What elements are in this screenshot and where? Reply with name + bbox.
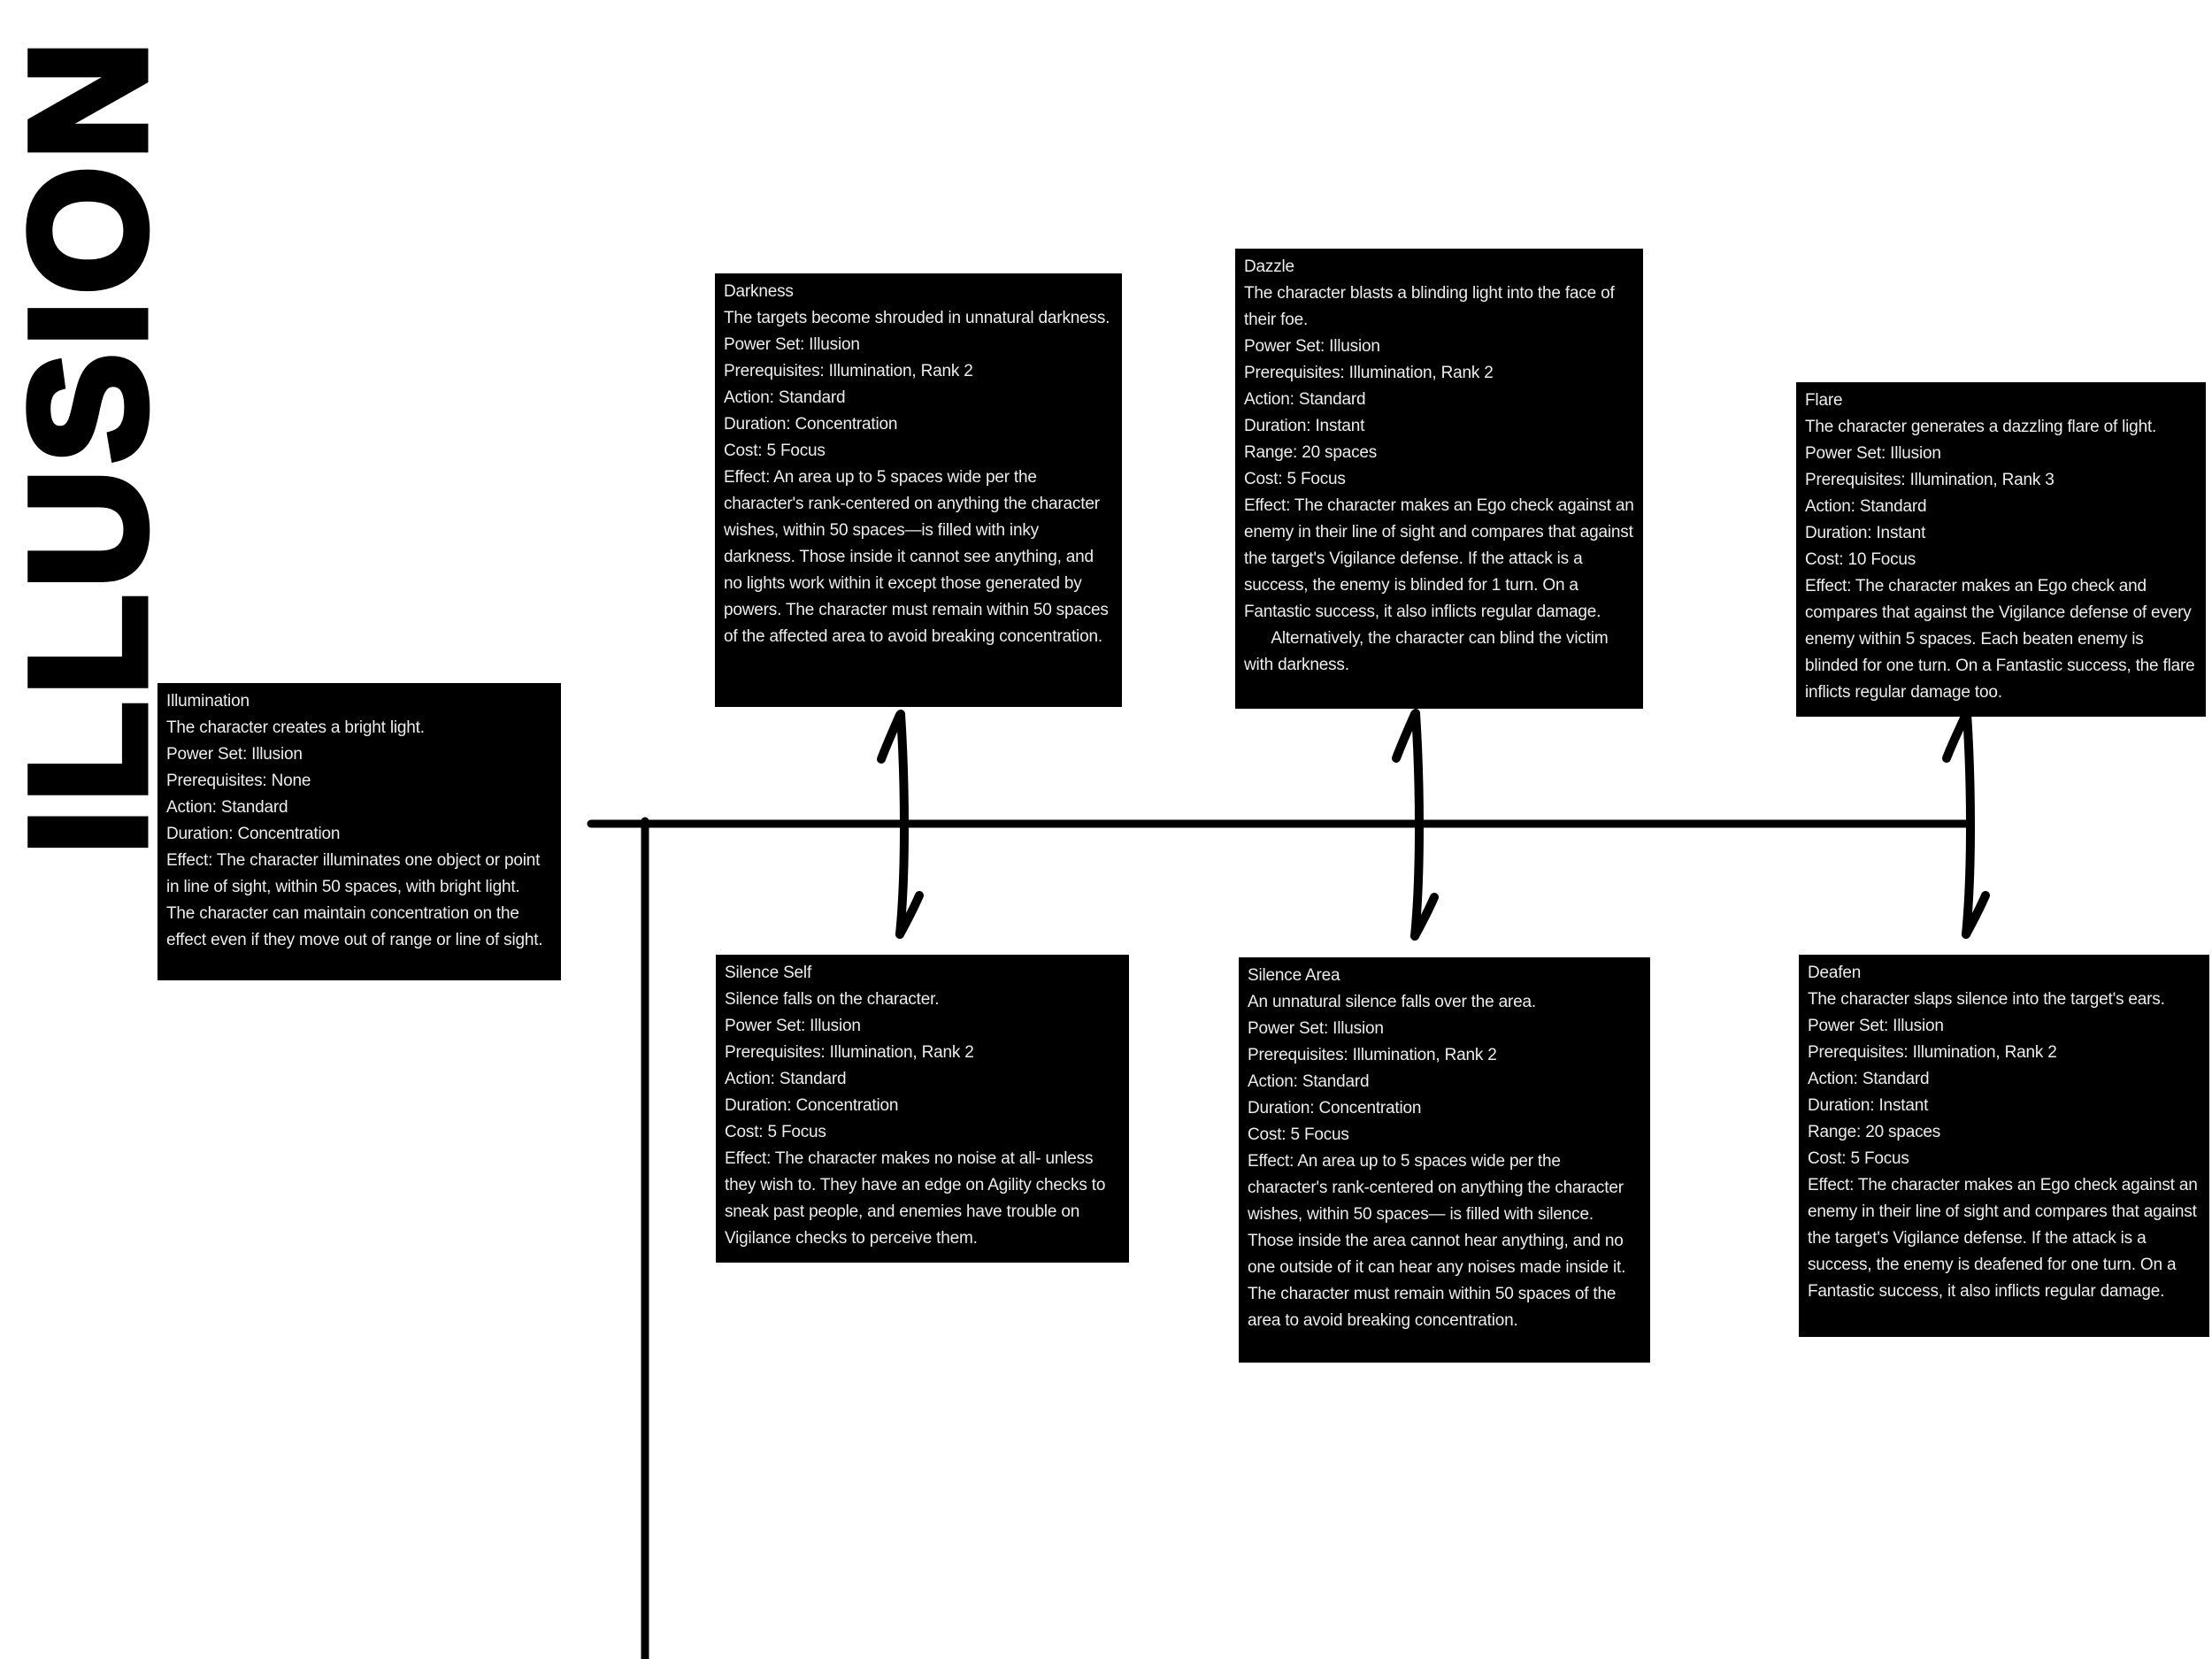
card-stat-power-set: Power Set: Illusion — [166, 745, 303, 764]
card-stat-power-set: Power Set: Illusion — [1248, 1019, 1384, 1038]
arrow-dazzle-silence-area — [1392, 709, 1439, 941]
card-stat-duration: Duration: Concentration — [1248, 1099, 1422, 1118]
card-stat-cost: Cost: 10 Focus — [1805, 550, 1916, 569]
card-effect-alternative: Alternatively, the character can blind t… — [1244, 629, 1609, 674]
card-stat-action: Action: Standard — [1248, 1072, 1370, 1091]
card-title: Deafen — [1808, 964, 1862, 982]
card-stat-range: Range: 20 spaces — [1244, 443, 1378, 462]
card-stat-power-set: Power Set: Illusion — [1808, 1017, 1944, 1035]
power-card-silence-self[interactable]: Silence Self Silence falls on the charac… — [716, 955, 1129, 1263]
power-card-deafen[interactable]: Deafen The character slaps silence into … — [1799, 955, 2209, 1337]
card-stat-cost: Cost: 5 Focus — [1808, 1149, 1909, 1168]
card-description: The targets become shrouded in unnatural… — [724, 309, 1110, 327]
card-stat-range: Range: 20 spaces — [1808, 1123, 1941, 1141]
card-stat-action: Action: Standard — [724, 388, 846, 407]
card-description: Silence falls on the character. — [725, 990, 940, 1009]
card-stat-prerequisites: Prerequisites: Illumination, Rank 3 — [1805, 471, 2055, 489]
card-effect: Effect: The character makes no noise at … — [725, 1149, 1106, 1248]
card-stat-duration: Duration: Instant — [1808, 1096, 1929, 1115]
card-stat-cost: Cost: 5 Focus — [1244, 470, 1346, 488]
arrow-darkness-silence-self — [877, 710, 924, 939]
card-effect: Effect: The character makes an Ego check… — [1244, 496, 1634, 621]
power-card-dazzle[interactable]: Dazzle The character blasts a blinding l… — [1235, 249, 1643, 709]
card-stat-prerequisites: Prerequisites: Illumination, Rank 2 — [1244, 364, 1494, 382]
arrow-flare-deafen — [1942, 709, 1990, 939]
card-stat-duration: Duration: Concentration — [725, 1096, 899, 1115]
card-stat-prerequisites: Prerequisites: Illumination, Rank 2 — [1248, 1046, 1497, 1064]
card-stat-action: Action: Standard — [1808, 1070, 1930, 1088]
card-stat-prerequisites: Prerequisites: Illumination, Rank 2 — [725, 1043, 974, 1062]
card-description: The character generates a dazzling flare… — [1805, 418, 2157, 436]
card-stat-duration: Duration: Concentration — [166, 825, 341, 843]
card-effect: Effect: An area up to 5 spaces wide per … — [724, 468, 1109, 646]
card-description: The character blasts a blinding light in… — [1244, 284, 1615, 329]
card-stat-power-set: Power Set: Illusion — [725, 1017, 861, 1035]
card-title: Darkness — [724, 282, 794, 301]
card-stat-action: Action: Standard — [725, 1070, 847, 1088]
card-stat-cost: Cost: 5 Focus — [725, 1123, 826, 1141]
card-stat-cost: Cost: 5 Focus — [1248, 1125, 1349, 1144]
card-effect: Effect: The character illuminates one ob… — [166, 851, 543, 949]
card-title: Silence Area — [1248, 966, 1340, 985]
card-stat-action: Action: Standard — [1244, 390, 1366, 409]
power-card-silence-area[interactable]: Silence Area An unnatural silence falls … — [1239, 957, 1650, 1363]
power-card-illumination[interactable]: Illumination The character creates a bri… — [157, 683, 561, 980]
card-title: Flare — [1805, 391, 1843, 410]
card-effect: Effect: The character makes an Ego check… — [1808, 1176, 2198, 1301]
power-card-flare[interactable]: Flare The character generates a dazzling… — [1796, 382, 2206, 717]
card-stat-prerequisites: Prerequisites: Illumination, Rank 2 — [1808, 1043, 2057, 1062]
card-stat-power-set: Power Set: Illusion — [1805, 444, 1941, 463]
card-stat-prerequisites: Prerequisites: Illumination, Rank 2 — [724, 362, 973, 380]
card-stat-power-set: Power Set: Illusion — [724, 335, 860, 354]
card-stat-cost: Cost: 5 Focus — [724, 442, 826, 460]
card-stat-duration: Duration: Instant — [1244, 417, 1365, 435]
card-description: An unnatural silence falls over the area… — [1248, 993, 1536, 1011]
card-description: The character slaps silence into the tar… — [1808, 990, 2165, 1009]
card-effect: Effect: An area up to 5 spaces wide per … — [1248, 1152, 1626, 1330]
card-stat-power-set: Power Set: Illusion — [1244, 337, 1380, 356]
card-title: Illumination — [166, 692, 250, 710]
card-stat-action: Action: Standard — [1805, 497, 1927, 516]
card-stat-duration: Duration: Concentration — [724, 415, 898, 434]
card-title: Silence Self — [725, 964, 812, 982]
card-stat-prerequisites: Prerequisites: None — [166, 772, 311, 790]
card-stat-action: Action: Standard — [166, 798, 288, 817]
card-stat-duration: Duration: Instant — [1805, 524, 1926, 542]
card-effect: Effect: The character makes an Ego check… — [1805, 577, 2195, 702]
card-title: Dazzle — [1244, 257, 1294, 276]
card-description: The character creates a bright light. — [166, 718, 425, 737]
power-card-darkness[interactable]: Darkness The targets become shrouded in … — [715, 273, 1122, 707]
